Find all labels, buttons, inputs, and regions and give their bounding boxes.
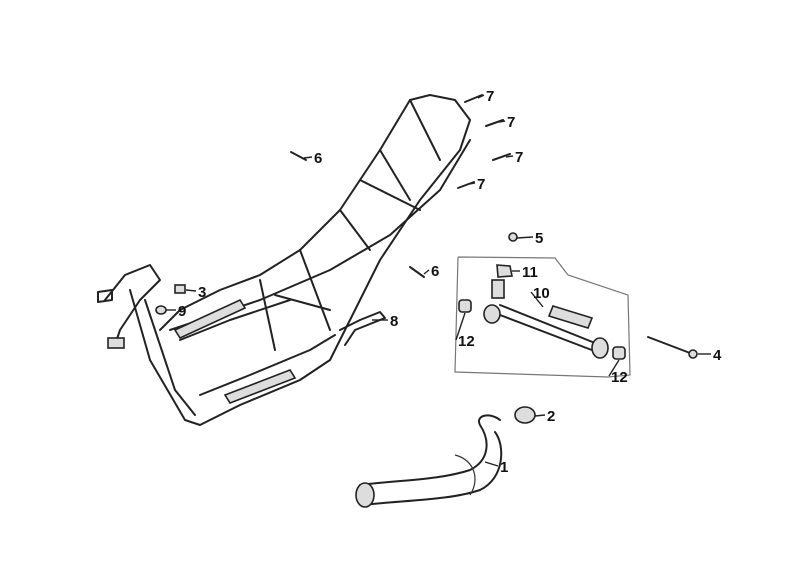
clamp-2 <box>514 406 536 424</box>
bracket-8 <box>339 311 386 346</box>
cap-11 <box>496 264 513 278</box>
bolt-6 <box>290 151 307 161</box>
engine-hanger-10 <box>483 279 609 359</box>
nut-5 <box>508 232 518 242</box>
callout-label-part-10: 10 <box>533 285 550 302</box>
clip-3 <box>174 284 186 294</box>
callout-label-part-5: 5 <box>535 230 543 247</box>
callout-leader <box>484 461 499 467</box>
air-duct-1 <box>355 414 503 508</box>
callout-leader <box>530 291 544 308</box>
callout-label-part-4: 4 <box>713 347 722 364</box>
callout-label-part-11: 11 <box>522 264 538 281</box>
callout-label-part-7: 7 <box>477 176 485 193</box>
bushing-12 <box>612 346 626 360</box>
callout-label-part-7: 7 <box>507 114 515 131</box>
callout-leader <box>455 312 466 341</box>
callout-leader <box>423 269 430 275</box>
assembly-box <box>454 256 631 378</box>
callout-label-part-12: 12 <box>611 369 628 386</box>
bolt-4 <box>647 336 698 359</box>
callout-label-part-2: 2 <box>547 408 555 425</box>
scooter-frame <box>97 94 471 426</box>
callout-leader <box>469 182 476 185</box>
callout-label-part-12: 12 <box>458 333 475 350</box>
callout-label-part-6: 6 <box>314 150 322 167</box>
washer-9 <box>155 305 167 315</box>
callout-leader <box>608 359 620 377</box>
callout-leader <box>303 156 313 159</box>
bolts-7 <box>457 94 511 189</box>
callout-leader <box>498 120 506 123</box>
bushing-12 <box>458 299 472 313</box>
callout-label-part-8: 8 <box>390 313 398 330</box>
callout-leader <box>505 155 514 158</box>
callout-leader <box>185 289 197 292</box>
callout-label-part-7: 7 <box>486 88 494 105</box>
callout-label-part-1: 1 <box>500 459 508 476</box>
callout-label-part-9: 9 <box>178 303 186 320</box>
callout-label-part-6: 6 <box>431 263 439 280</box>
callout-leader <box>516 236 534 239</box>
callout-label-part-7: 7 <box>515 149 523 166</box>
callout-leader <box>477 94 485 99</box>
callout-label-part-3: 3 <box>198 284 206 301</box>
bolt-6 <box>409 266 425 278</box>
callout-leader <box>534 414 546 417</box>
